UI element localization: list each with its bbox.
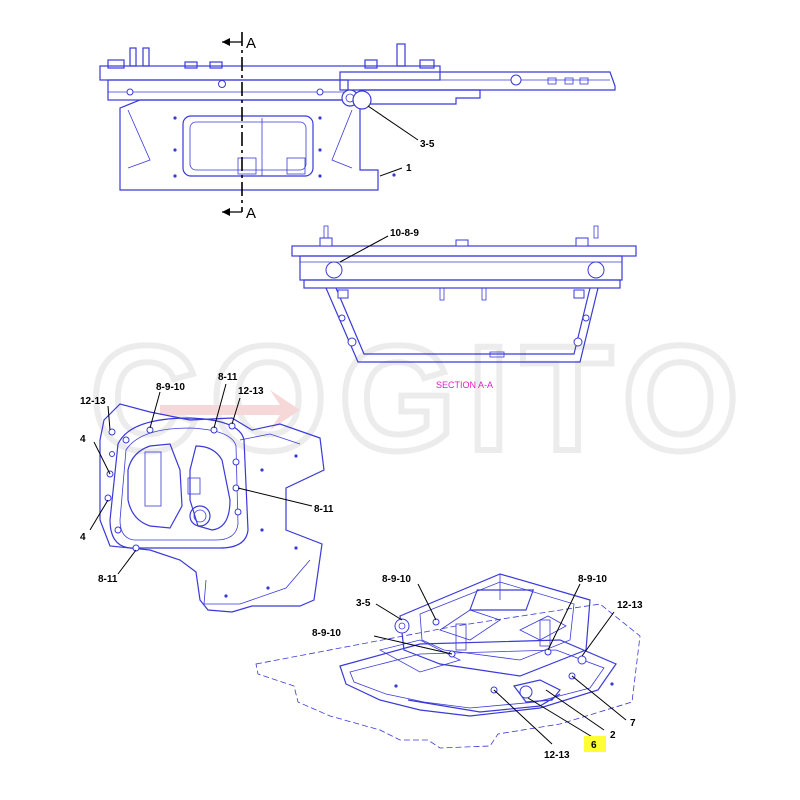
isometric-view: 8-9-10 8-9-10 12-13 3-5 8-9-10 7 2 6 12-… <box>255 573 643 761</box>
callout-8-9-10-plan: 8-9-10 <box>156 382 185 393</box>
callout-2: 2 <box>610 730 616 741</box>
callout-8-9-10-iso-c: 8-9-10 <box>312 628 341 639</box>
callout-7: 7 <box>630 718 636 729</box>
callout-6-highlighted[interactable]: 6 <box>591 740 597 751</box>
callout-8-9-10-iso-a: 8-9-10 <box>382 574 411 585</box>
watermark-text: COGITO <box>90 314 751 482</box>
highlight-callout-6 <box>584 736 606 752</box>
callout-1: 1 <box>406 163 412 174</box>
callout-4-a: 4 <box>80 434 86 445</box>
callout-8-11-plan-a: 8-11 <box>218 372 238 383</box>
section-caption: SECTION A-A <box>436 380 493 390</box>
section-view: 10-8-9 SECTION A-A <box>291 225 637 390</box>
watermark-arrow <box>160 390 300 430</box>
callout-8-11-plan-c: 8-11 <box>98 574 118 585</box>
callout-8-9-10-iso-b: 8-9-10 <box>578 574 607 585</box>
watermark: COGITO <box>87 311 751 485</box>
callout-8-11-plan-b: 8-11 <box>314 504 334 515</box>
callout-12-13-plan-a: 12-13 <box>80 396 106 407</box>
top-assembly-view: A A 3-5 1 <box>99 32 616 222</box>
section-marker-top: A <box>246 35 256 52</box>
section-marker-bottom: A <box>246 205 256 222</box>
callout-3-5-top: 3-5 <box>420 139 435 150</box>
callout-3-5-iso: 3-5 <box>356 598 371 609</box>
callout-4-b: 4 <box>80 532 86 543</box>
callout-10-8-9: 10-8-9 <box>390 228 419 239</box>
plan-view: 12-13 8-9-10 8-11 12-13 4 4 8-11 8-11 <box>80 372 334 613</box>
callout-12-13-iso-b: 12-13 <box>544 750 570 761</box>
callout-12-13-iso-a: 12-13 <box>617 600 643 611</box>
callout-12-13-plan-b: 12-13 <box>238 386 264 397</box>
